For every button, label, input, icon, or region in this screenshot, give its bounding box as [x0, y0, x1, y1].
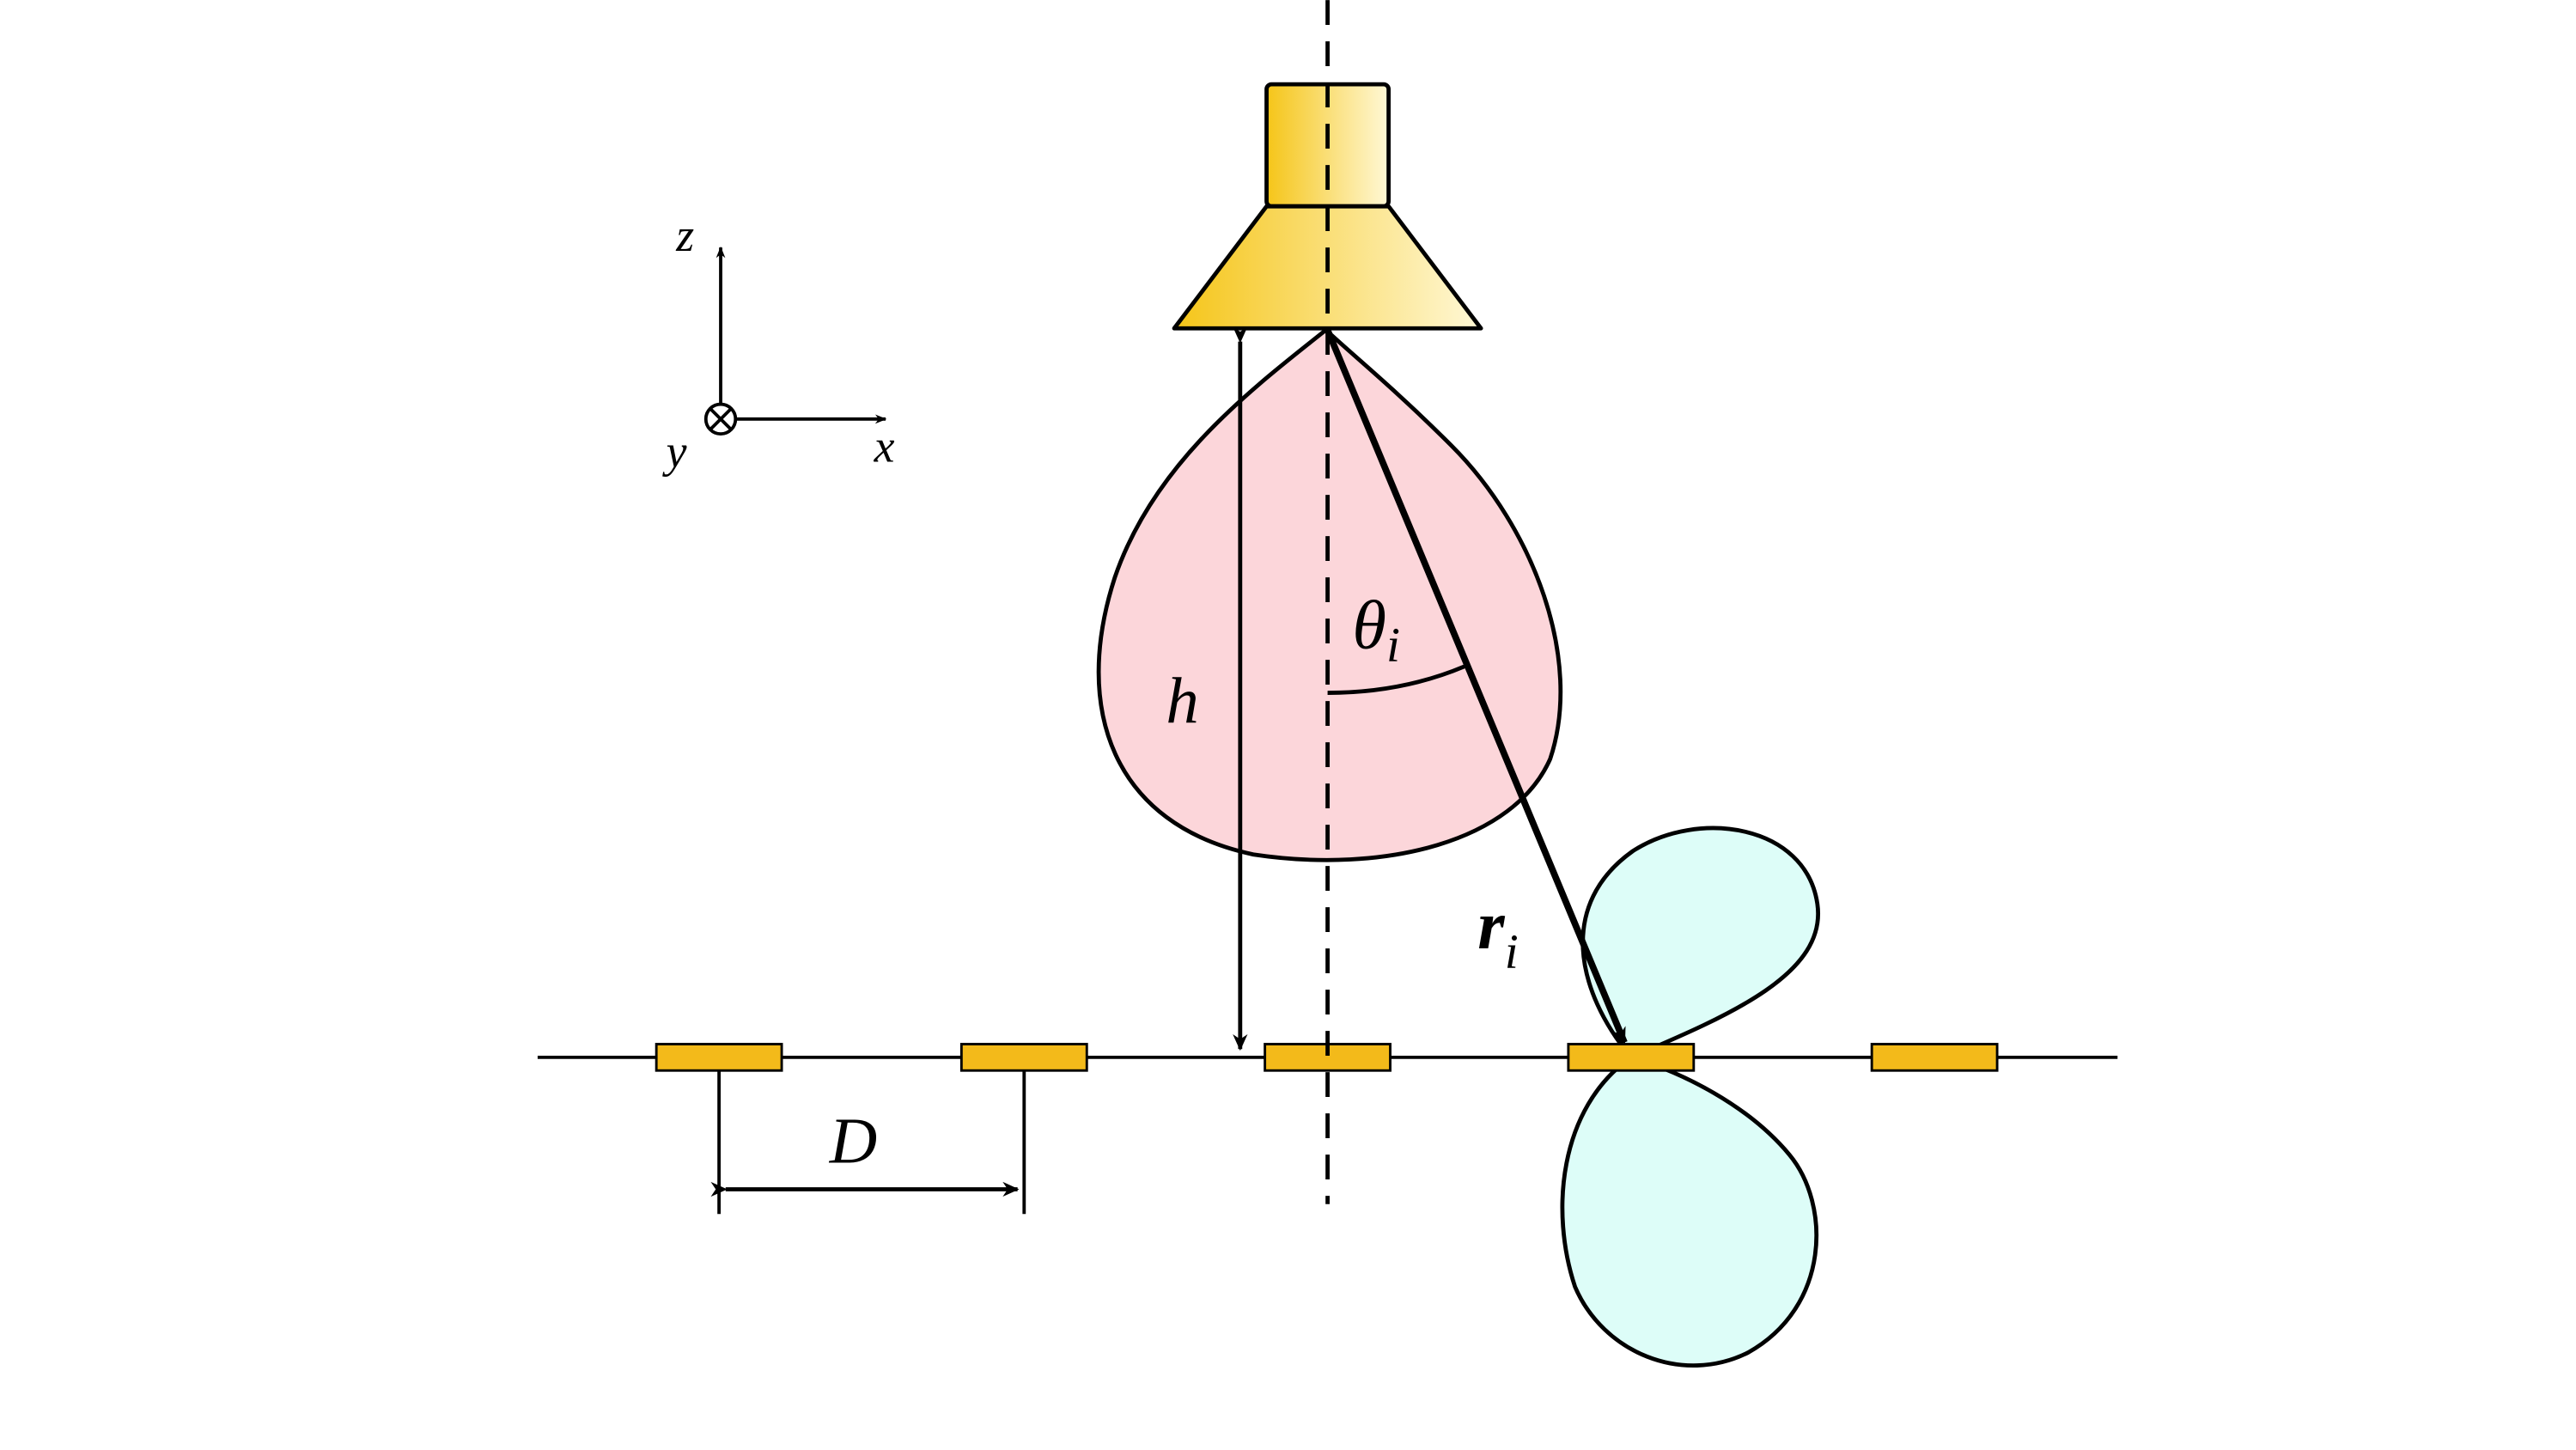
x-axis-label: x [874, 421, 895, 472]
z-axis-label: z [675, 210, 694, 261]
y-axis-into-page-icon [703, 402, 738, 436]
scattering-pattern [1560, 826, 1821, 1368]
r-vector-label: ri [1477, 887, 1518, 979]
height-label: h [1166, 664, 1198, 737]
array-element [655, 1043, 783, 1072]
y-axis-label: y [662, 426, 687, 478]
theta-label: θi [1352, 588, 1400, 673]
spacing-label: D [829, 1105, 877, 1178]
theta-angle-arc [1327, 664, 1465, 695]
array-element-target [1567, 1043, 1696, 1072]
array-element [1870, 1043, 1999, 1072]
array-elements [655, 1043, 1999, 1072]
array-element [959, 1043, 1088, 1072]
coordinate-axes: z x y [662, 210, 895, 478]
r-vector-arrow [1325, 328, 1628, 1045]
